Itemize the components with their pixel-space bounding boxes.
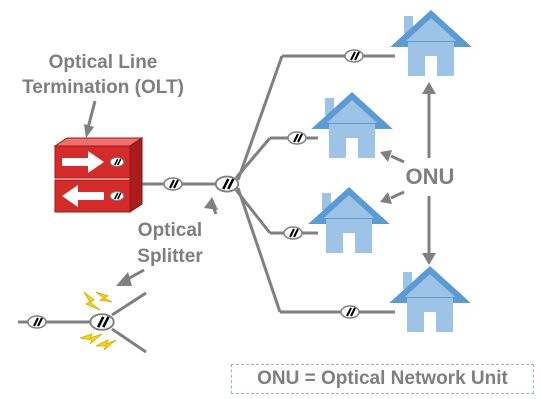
arrow-icons bbox=[84, 82, 436, 286]
onu-label: ONU bbox=[406, 164, 455, 189]
splitter-icon bbox=[89, 312, 115, 332]
legend-box: ONU = Optical Network Unit bbox=[231, 364, 534, 394]
house-icon bbox=[397, 270, 463, 332]
olt-label-line2: Termination (OLT) bbox=[22, 77, 184, 98]
house-icon bbox=[398, 14, 464, 76]
house-icon bbox=[319, 96, 385, 158]
splitter-icon bbox=[214, 175, 240, 193]
spark-icon bbox=[79, 291, 117, 351]
olt-device-icon bbox=[53, 137, 144, 213]
splitter-label-line1: Optical bbox=[138, 220, 202, 241]
olt-label-line1: Optical Line bbox=[49, 52, 158, 73]
house-icon bbox=[316, 191, 382, 253]
legend-text: ONU = Optical Network Unit bbox=[257, 368, 508, 389]
splitter-label-line2: Splitter bbox=[137, 246, 203, 267]
